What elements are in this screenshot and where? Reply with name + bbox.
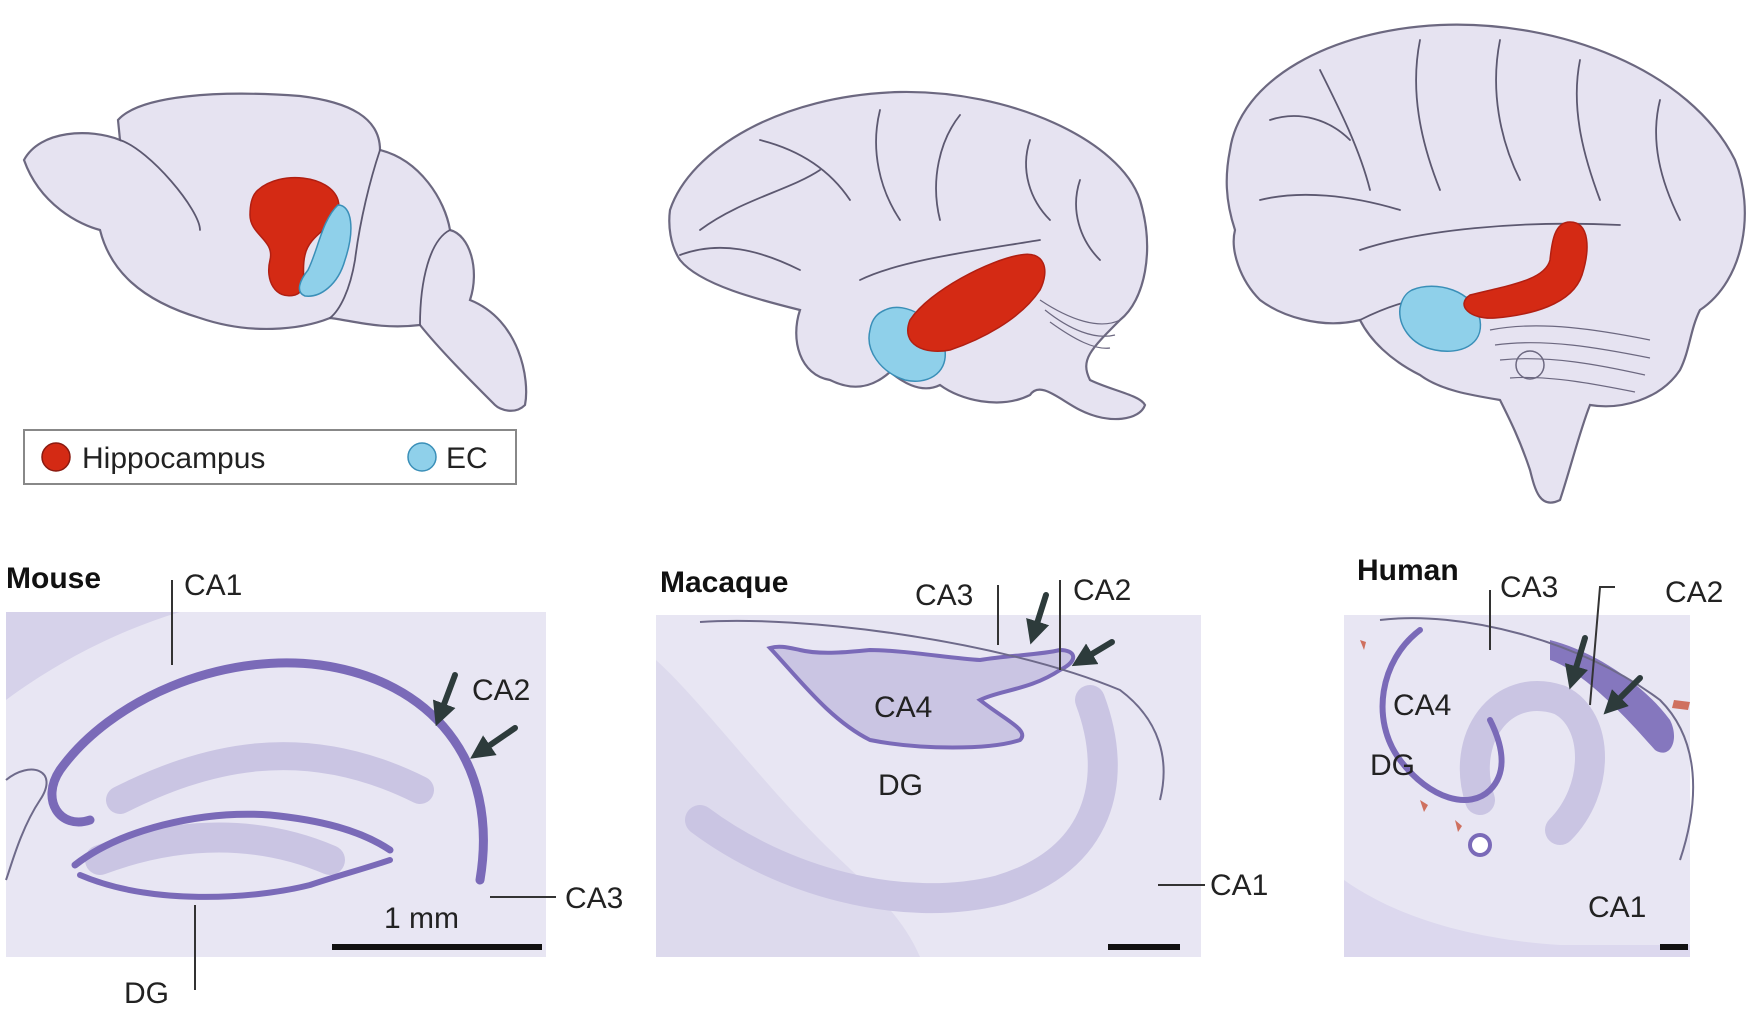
hippocampus-legend-label: Hippocampus (82, 442, 265, 475)
macaque-brain-illustration (668, 90, 1149, 421)
human-title: Human (1357, 554, 1459, 587)
macaque-ca3-label: CA3 (915, 579, 973, 612)
macaque-title: Macaque (660, 566, 788, 599)
mouse-dg-label: DG (124, 977, 169, 1010)
macaque-ca2-arrow-1 (1026, 592, 1050, 645)
macaque-ca4-label: CA4 (874, 691, 932, 724)
mouse-ca2-arrow-2 (470, 725, 518, 759)
macaque-ca1-label: CA1 (1210, 869, 1268, 902)
mouse-ca1-label: CA1 (184, 569, 242, 602)
human-ca1-label: CA1 (1588, 891, 1646, 924)
human-ca2-arrow-2 (1603, 675, 1643, 715)
mouse-hippocampus-region (249, 177, 340, 297)
human-ca2-label: CA2 (1665, 576, 1723, 609)
macaque-ca2-arrow-2 (1071, 639, 1115, 667)
macaque-hippocampus-region (907, 253, 1046, 352)
human-ca4-label: CA4 (1393, 689, 1451, 722)
human-dg-label: DG (1370, 749, 1415, 782)
human-brain-illustration (1225, 23, 1746, 504)
mouse-ca2-label: CA2 (472, 674, 530, 707)
hippocampus-legend-swatch (41, 442, 71, 472)
human-ca3-label: CA3 (1500, 571, 1558, 604)
human-hippocampus-region (1463, 221, 1588, 319)
mouse-ca2-arrow-1 (432, 672, 458, 727)
human-hippocampus-section (1344, 615, 1695, 957)
human-ec-region (1399, 285, 1482, 352)
human-ca2-arrow-1 (1564, 635, 1588, 690)
legend: Hippocampus EC (23, 429, 517, 485)
ec-legend-swatch (407, 442, 437, 472)
macaque-ca2-label: CA2 (1073, 574, 1131, 607)
mouse-brain-illustration (22, 92, 528, 412)
mouse-ec-region (298, 204, 352, 297)
mouse-title: Mouse (6, 562, 101, 595)
ec-legend-label: EC (446, 442, 488, 475)
macaque-hippocampus-section (656, 615, 1201, 957)
macaque-dg-label: DG (878, 769, 923, 802)
mouse-scale-label: 1 mm (384, 902, 459, 935)
mouse-ca3-label: CA3 (565, 882, 623, 915)
mouse-hippocampus-section (5, 612, 546, 957)
